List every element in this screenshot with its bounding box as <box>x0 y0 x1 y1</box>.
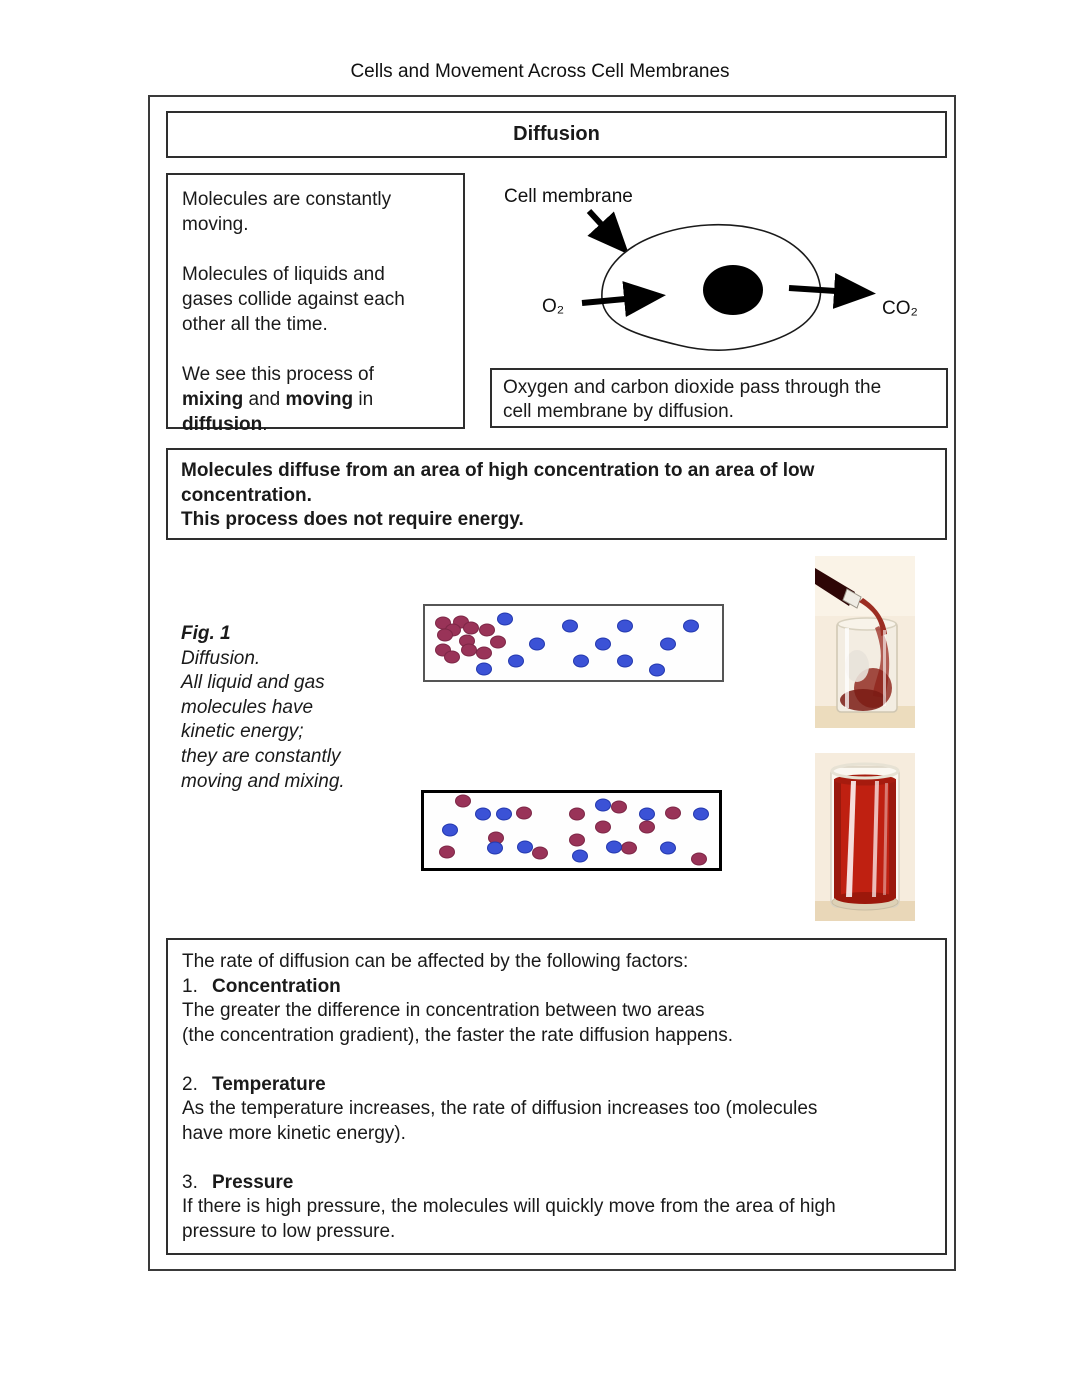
maroon-molecule-dot <box>444 650 461 664</box>
blue-molecule-dot <box>496 807 513 821</box>
paragraph-mixing-moving: We see this process of mixing and moving… <box>182 364 374 435</box>
blue-molecule-dot <box>572 654 589 668</box>
pour-stream <box>859 598 887 636</box>
maroon-molecule-dot <box>462 621 479 635</box>
o2-arrow <box>581 281 666 317</box>
blue-molecule-dot <box>595 637 612 651</box>
worksheet-frame: Diffusion Molecules are constantly movin… <box>148 95 956 1271</box>
fig1-caption: Fig. 1 Diffusion. All liquid and gas mol… <box>181 622 411 794</box>
blue-molecule-dot <box>517 840 534 854</box>
blue-molecule-dot <box>639 807 656 821</box>
blue-molecule-dot <box>496 612 513 625</box>
diffusion-box-unmixed <box>423 604 724 682</box>
cell-diagram: Cell membrane O₂ CO₂ <box>504 186 918 351</box>
factor-item-temperature: 2.Temperature As the temperature increas… <box>182 1073 818 1144</box>
paragraph-molecules-moving: Molecules are constantly moving. <box>182 189 392 235</box>
cell-membrane-label: Cell membrane <box>504 186 633 207</box>
co2-arrow <box>788 272 876 309</box>
blue-molecule-dot <box>683 619 700 633</box>
blue-molecule-dot <box>605 840 622 854</box>
photo-mixed-liquid <box>815 753 915 921</box>
membrane-pointer-arrow <box>586 208 630 255</box>
co2-label: CO₂ <box>882 298 918 319</box>
blue-molecule-dot <box>571 849 588 863</box>
blue-molecule-dot <box>649 663 666 677</box>
maroon-molecule-dot <box>620 841 637 855</box>
nucleus <box>703 265 763 315</box>
blue-molecule-dot <box>486 841 503 855</box>
maroon-molecule-dot <box>568 833 585 847</box>
blue-molecule-dot <box>561 619 578 633</box>
maroon-molecule-dot <box>664 806 681 820</box>
section-header-box: Diffusion <box>166 111 947 158</box>
blue-molecule-dot <box>594 798 611 812</box>
maroon-molecule-dot <box>610 800 627 814</box>
red-liquid <box>834 779 896 899</box>
blue-molecule-dot <box>660 841 677 855</box>
maroon-molecule-dot <box>568 807 585 821</box>
molecules-text-box: Molecules are constantly moving. Molecul… <box>166 173 465 435</box>
factors-intro: The rate of diffusion can be affected by… <box>182 951 689 972</box>
blue-molecule-dot <box>659 637 676 651</box>
maroon-molecule-dot <box>436 628 453 642</box>
blue-molecule-dot <box>616 619 633 633</box>
factor-item-pressure: 3.Pressure If there is high pressure, th… <box>182 1171 836 1242</box>
blue-molecule-dot <box>616 654 633 668</box>
gas-exchange-box: Oxygen and carbon dioxide pass through t… <box>490 368 948 428</box>
factors-box: The rate of diffusion can be affected by… <box>166 938 947 1255</box>
blue-molecule-dot <box>475 807 491 821</box>
photo-pouring-liquid <box>815 556 915 728</box>
key-statement-box: Molecules diffuse from an area of high c… <box>166 448 947 540</box>
maroon-molecule-dot <box>439 845 455 859</box>
maroon-molecule-dot <box>455 794 472 808</box>
blue-molecule-dot <box>475 662 492 676</box>
fig1-label: Fig. 1 <box>181 623 231 644</box>
paragraph-molecules-collide: Molecules of liquids and gases collide a… <box>182 264 405 335</box>
maroon-molecule-dot <box>479 623 496 637</box>
maroon-molecule-dot <box>516 806 532 820</box>
factor-item-concentration: 1.Concentration The greater the differen… <box>182 975 733 1046</box>
maroon-molecule-dot <box>532 846 549 860</box>
blue-molecule-dot <box>528 637 545 651</box>
maroon-molecule-dot <box>475 646 492 660</box>
blue-molecule-dot <box>442 823 459 837</box>
diffusion-box-mixed <box>421 790 722 871</box>
maroon-molecule-dot <box>490 635 507 649</box>
blue-molecule-dot <box>508 654 525 668</box>
maroon-molecule-dot <box>691 852 708 866</box>
section-header: Diffusion <box>513 123 600 145</box>
maroon-molecule-dot <box>639 820 656 834</box>
maroon-molecule-dot <box>594 820 611 834</box>
page-title: Cells and Movement Across Cell Membranes <box>350 61 730 82</box>
o2-label: O₂ <box>542 296 564 317</box>
blue-molecule-dot <box>693 807 709 821</box>
